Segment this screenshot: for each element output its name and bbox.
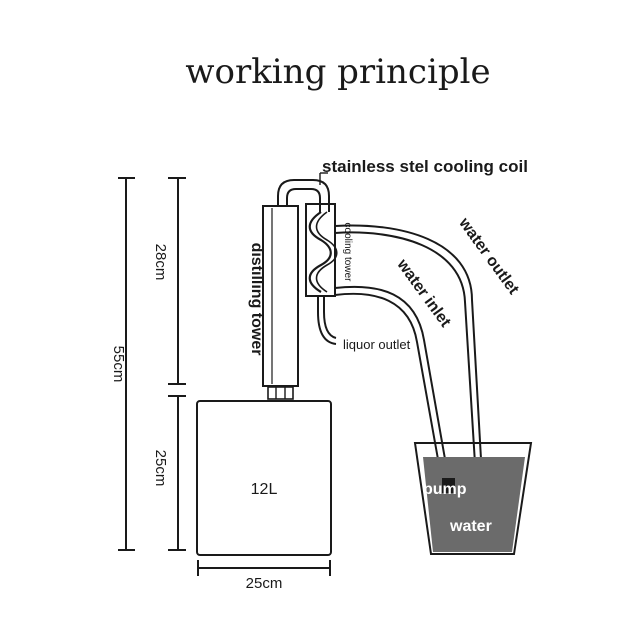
cooling-coil-callout: stainless stel cooling coil	[319, 157, 528, 185]
water-label: water	[449, 518, 492, 535]
diagram-title: working principle	[185, 52, 490, 92]
pump: pump	[423, 478, 467, 498]
boiling-pot: 12L	[196, 400, 332, 556]
dimension-pot-width-label: 25cm	[246, 575, 283, 592]
bucket-water-fill	[423, 457, 525, 552]
dimension-tower-height-label: 28cm	[152, 244, 169, 281]
dimension-total-height: 55cm	[110, 177, 135, 551]
cooling-tower	[305, 203, 338, 297]
dimension-pot-height-label: 25cm	[152, 450, 169, 487]
distilling-tower-label: distilling tower	[248, 243, 265, 356]
dimension-total-height-label: 55cm	[110, 346, 127, 383]
cooling-tower-label: cooling tower	[342, 223, 353, 283]
pot-volume-label: 12L	[251, 481, 278, 498]
liquor-outlet-pipe	[317, 296, 337, 345]
pump-icon	[442, 478, 455, 493]
pump-label: pump	[423, 481, 467, 498]
cooling-coil	[308, 211, 332, 293]
water-outlet-hose	[334, 224, 485, 513]
dimension-pot-height: 25cm	[152, 395, 186, 551]
dimension-tower-height: 28cm	[152, 177, 186, 385]
dimension-pot-width: 25cm	[197, 560, 331, 592]
cooling-coil-label: stainless stel cooling coil	[322, 157, 528, 176]
water-outlet-label: water outlet	[455, 214, 523, 298]
water-bucket	[413, 442, 533, 555]
water-inlet-hose	[334, 285, 449, 477]
liquor-outlet-label: liquor outlet	[343, 337, 411, 352]
vapor-pipe	[277, 179, 330, 212]
distilling-tower	[262, 205, 299, 387]
water-inlet-label: water inlet	[393, 256, 454, 331]
tower-connector	[267, 386, 294, 400]
